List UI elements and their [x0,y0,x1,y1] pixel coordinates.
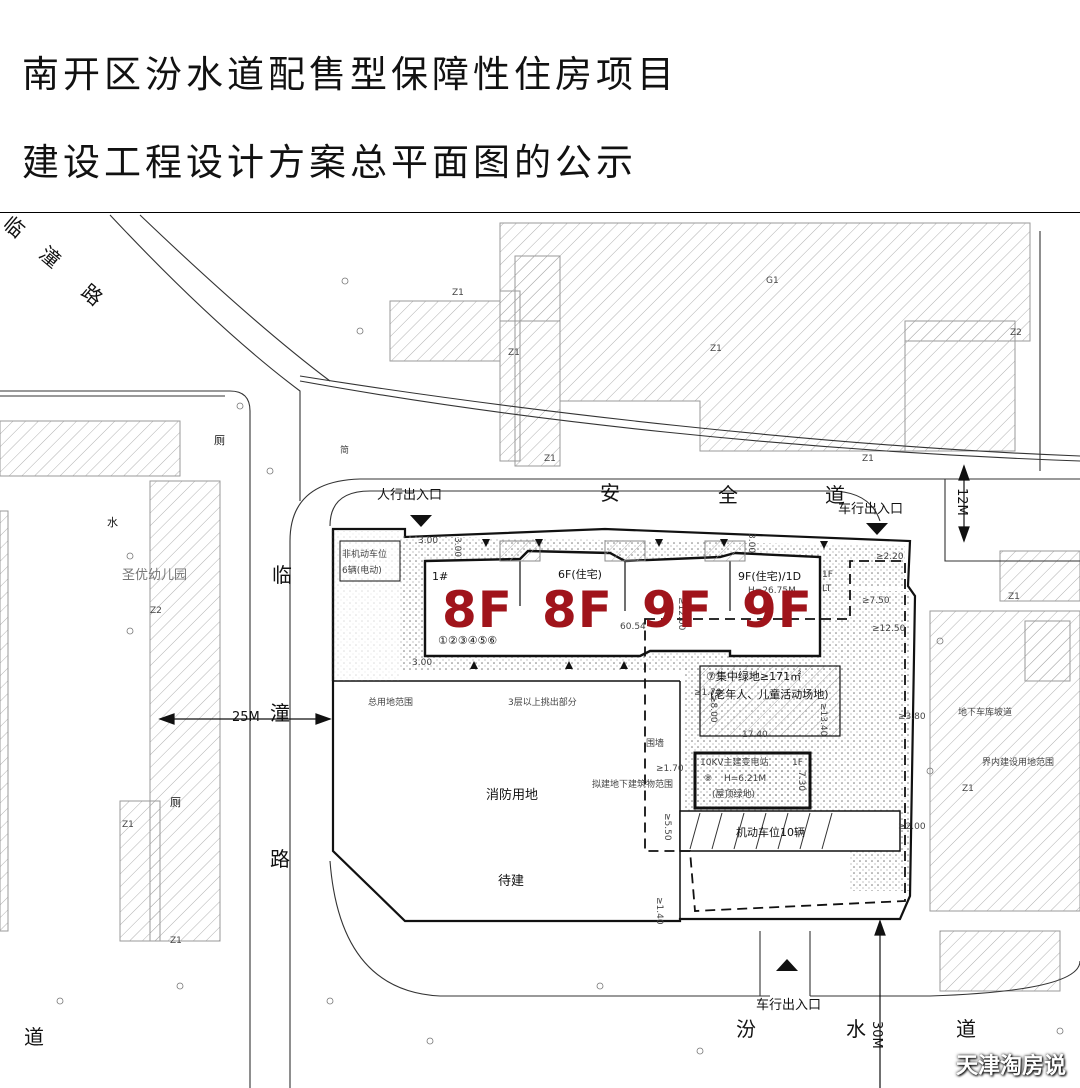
zone-code-z1-a: Z1 [452,288,464,298]
vehicle-entrance-bottom-label: 车行出入口 [756,998,822,1013]
road-linchuan-mid-1: 临 [272,563,292,587]
site-plan-drawing [0,214,1080,1088]
dim-1250: ≥12.50 [872,624,906,634]
substation-block [693,751,812,810]
dim-800: ≥8.00 [708,695,718,723]
upper-floors-label: 3层以上挑出部分 [508,698,577,708]
central-green-area [699,665,841,737]
road-width-25m: 25M [232,710,260,725]
dim-300b: 3.00 [412,658,433,668]
bike-parking-label: 非机动车位 [342,550,388,560]
green-space-label: ⑦集中绿地≥171㎡ [706,670,802,683]
dim-550: ≥5.50 [662,813,672,841]
substation-no-label: ⑧ [704,774,713,784]
building-lt-label: LT [822,584,832,594]
dim-1740: 17.40 [742,730,768,740]
parking-label: 机动车位10辆 [736,826,805,839]
building-9f-label: 9F(住宅)/1D [738,570,802,583]
unit-numbers: ①②③④⑤⑥ [438,634,498,647]
green-space-sub-label: (老年人、儿童活动场地) [710,688,829,701]
zone-code-z1-c: Z1 [508,348,520,358]
title-line-1: 南开区汾水道配售型保障性住房项目 [22,53,678,96]
road-linchuan-mid-3: 路 [270,847,290,871]
zone-code-z1-i: Z1 [170,936,182,946]
road-width-12m: 12M [954,488,969,516]
zone-code-z1-f: Z1 [962,784,974,794]
dim-6054: 60.54 [620,622,646,632]
dim-200: ≥2.00 [898,822,926,832]
road-anquan-1: 安 [600,481,620,505]
road-lines [0,214,1080,1088]
survey-marks [56,277,1064,1055]
dim-220: ≥2.20 [876,552,904,562]
inner-land-label: 界内建设用地范围 [982,758,1055,768]
surrounding-blocks [0,222,1080,992]
zone-code-z1-h: Z1 [122,820,134,830]
total-land-boundary-label: 总用地范围 [368,698,414,708]
dim-750: ≥7.50 [862,596,890,606]
title-block: 南开区汾水道配售型保障性住房项目 建设工程设计方案总平面图的公示 [0,0,1080,212]
garage-ramp-label: 地下车库坡道 [958,708,1013,718]
floor-label-1: 8F [442,581,513,639]
road-fenshui-2: 水 [846,1017,866,1041]
toilet-top-label: 厕 [214,434,225,447]
building-6f-label: 6F(住宅) [558,568,602,581]
toilet-bottom-label: 厕 [170,796,181,809]
dim-170b: ≥1.70 [656,764,684,774]
road-anquan-3: 道 [825,483,845,507]
dim-300a: 3.00 [418,536,439,546]
road-dao-left: 道 [24,1025,44,1049]
underground-boundary [644,560,906,912]
entrance-markers [410,515,888,971]
site-plan: 临 潼 路 临 潼 路 安 全 道 汾 水 道 道 25M 12M 30M 人行… [0,212,1080,1088]
dim-140: ≥1.40 [654,897,664,925]
zone-code-z1-g: Z1 [1008,592,1020,602]
road-fenshui-1: 汾 [736,1017,756,1041]
kindergarten-label: 圣优幼儿园 [122,568,188,583]
road-width-30m: 30M [869,1021,884,1049]
water-label: 水 [107,516,118,529]
dim-300c: 3.00 [452,537,462,558]
floor-label-4: 9F [742,581,813,639]
dim-730: 7.30 [796,771,806,792]
dim-1340: ≥13.40 [818,703,828,737]
jian-label: 简 [340,446,350,456]
substation-height-label: H=6.21M [724,774,767,784]
dimension-lines [158,464,970,1088]
fire-land-label: 消防用地 [486,788,539,803]
bike-shelter [339,540,401,582]
dim-380: ≥3.80 [898,712,926,722]
zone-code-z2-b: Z2 [150,606,162,616]
floor-label-3: 9F [642,581,713,639]
parking-strip [679,810,901,852]
floor-label-2: 8F [542,581,613,639]
substation-label: 10KV主建变电站 [700,758,769,768]
building-1f-label: 1F [822,570,833,580]
substation-floor-label: 1F [792,758,803,768]
dim-1200: ≥12.00 [676,597,686,631]
watermark: 天津淘房说 [955,1054,1066,1079]
road-fenshui-3: 道 [956,1017,976,1041]
to-be-built-label: 待建 [498,874,525,889]
underground-boundary-label: 拟建地下建筑物范围 [592,780,674,790]
zone-code-z1-b: Z1 [710,344,722,354]
vehicle-entrance-top-label: 车行出入口 [838,502,904,517]
total-land-boundary [331,527,917,923]
residential-building [423,540,822,658]
building-number: 1# [432,570,449,583]
substation-roof-label: (屋顶绿地) [712,790,756,800]
building-height-label: H=26.75M [748,586,796,596]
zone-code-z2-a: Z2 [1010,328,1022,338]
title-line-2: 建设工程设计方案总平面图的公示 [22,141,637,184]
dim-170a: ≥1.70 [694,688,722,698]
wall-label: 围墙 [646,739,665,749]
dim-300d: 3.00 [746,533,756,554]
pedestrian-entrance-label: 人行出入口 [377,488,443,503]
bike-count-label: 6辆(电动) [342,566,382,576]
zone-code-g1: G1 [766,276,779,286]
road-linchuan-mid-2: 潼 [270,701,290,725]
road-anquan-2: 全 [718,483,738,507]
zone-code-z1-e: Z1 [862,454,874,464]
zone-code-z1-d: Z1 [544,454,556,464]
